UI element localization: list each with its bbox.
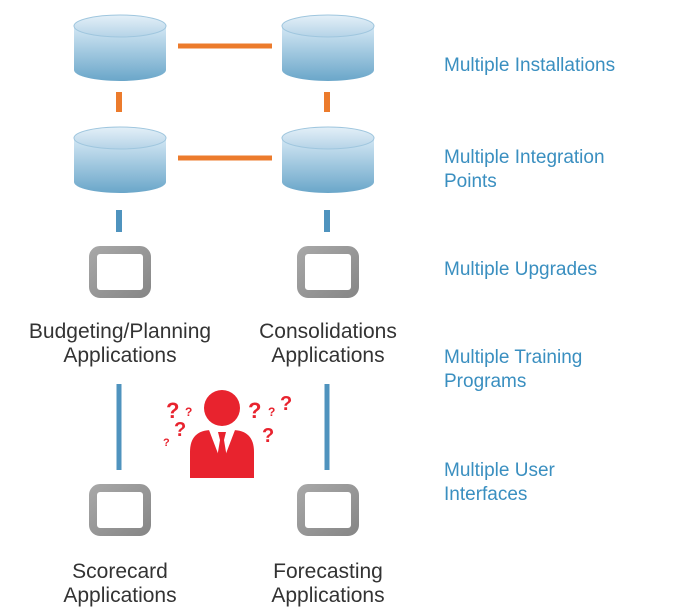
question-mark: ? <box>262 425 274 447</box>
app-label-line2: Applications <box>271 584 385 607</box>
app-label-line1: Budgeting/Planning <box>28 320 212 343</box>
side-label-user-interfaces: Multiple User Interfaces <box>444 459 555 507</box>
question-mark: ? <box>268 405 275 419</box>
question-marks: ? ? ? ? ? ? ? ? <box>163 393 292 449</box>
side-label-line1: Multiple Training <box>444 347 583 368</box>
question-mark: ? <box>174 419 186 441</box>
question-mark: ? <box>248 398 261 423</box>
app-label-forecasting: Forecasting Applications <box>248 560 408 608</box>
app-label-budgeting: Budgeting/Planning Applications <box>2 320 238 368</box>
side-label-integration-points: Multiple Integration Points <box>444 146 605 194</box>
side-label-line1: Multiple User <box>444 460 555 481</box>
database-icon <box>73 14 167 81</box>
app-label-line2: Applications <box>63 344 177 367</box>
database-icon <box>281 14 375 81</box>
app-label-line2: Applications <box>63 584 177 607</box>
app-label-line1: Scorecard <box>72 560 168 583</box>
side-label-line2: Programs <box>444 371 527 392</box>
side-label-upgrades: Multiple Upgrades <box>444 258 597 282</box>
side-label-installations: Multiple Installations <box>444 54 615 78</box>
side-label-line2: Points <box>444 171 497 192</box>
question-mark: ? <box>166 398 179 423</box>
application-window-icon <box>297 246 359 298</box>
side-label-line1: Multiple Upgrades <box>444 259 598 280</box>
application-window-icon <box>89 484 151 536</box>
app-label-scorecard: Scorecard Applications <box>40 560 200 608</box>
app-label-line2: Applications <box>271 344 385 367</box>
database-icon <box>281 126 375 193</box>
side-label-line2: Interfaces <box>444 484 528 505</box>
confused-user-icon <box>190 390 254 478</box>
app-label-line1: Forecasting <box>273 560 383 583</box>
app-label-line1: Consolidations <box>259 320 397 343</box>
side-label-training-programs: Multiple Training Programs <box>444 346 582 394</box>
side-label-line1: Multiple Integration <box>444 147 605 168</box>
application-window-icon <box>89 246 151 298</box>
side-label-line1: Multiple Installations <box>444 55 616 76</box>
application-window-icon <box>297 484 359 536</box>
app-label-consolidations: Consolidations Applications <box>236 320 420 368</box>
question-mark: ? <box>163 437 170 449</box>
question-mark: ? <box>280 393 292 415</box>
question-mark: ? <box>185 405 192 419</box>
database-icon <box>73 126 167 193</box>
